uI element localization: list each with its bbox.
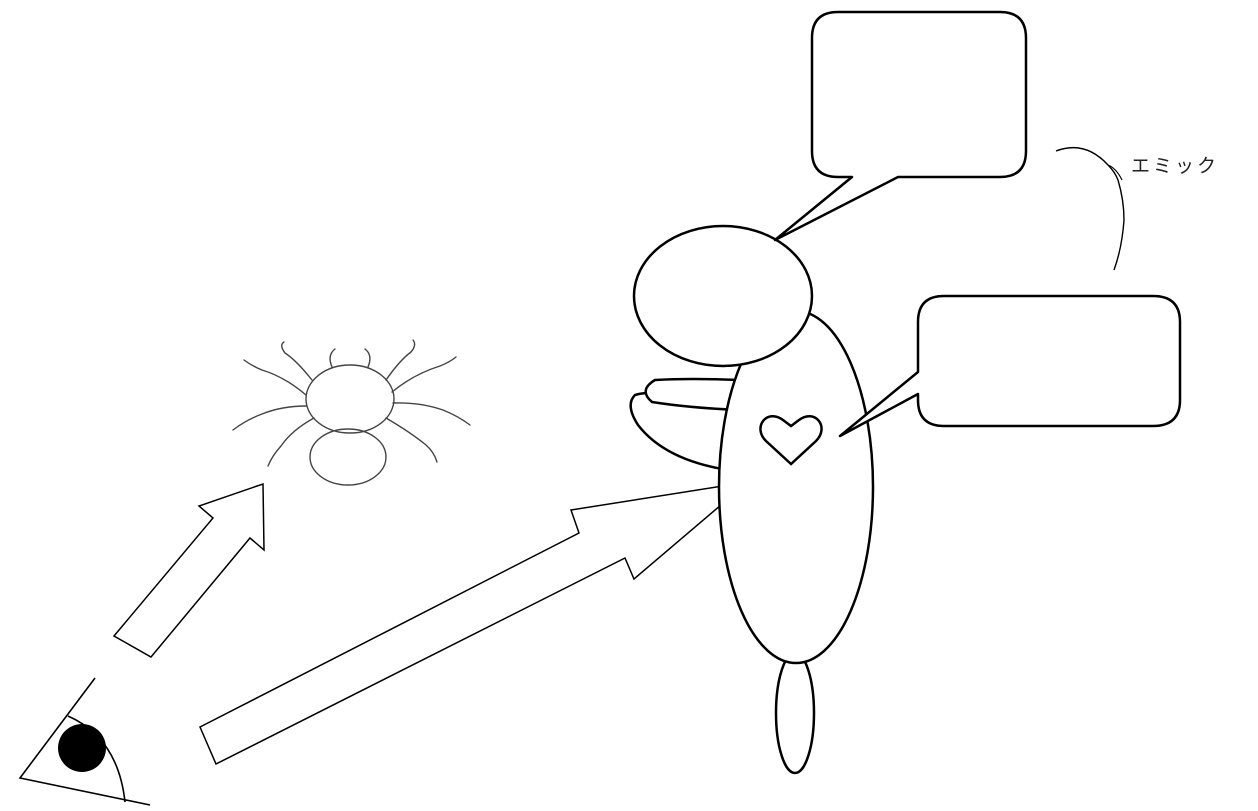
person-leg: [774, 651, 816, 775]
arrow-to-spider: [112, 482, 265, 658]
observer-eye-icon: [18, 677, 151, 806]
emic-label: エミック: [1131, 155, 1219, 177]
arrow-to-person: [199, 480, 751, 766]
person-head: [632, 224, 814, 368]
speech-bubble-heart: [838, 294, 1182, 438]
speech-bubble-head: [773, 10, 1028, 242]
heart-icon: [759, 414, 823, 466]
emic-brace-tip: [1107, 164, 1123, 181]
person-front-arm: [644, 377, 741, 412]
spider-icon: [232, 339, 471, 486]
person-figure: [629, 224, 875, 775]
emic-brace: [1055, 147, 1125, 271]
